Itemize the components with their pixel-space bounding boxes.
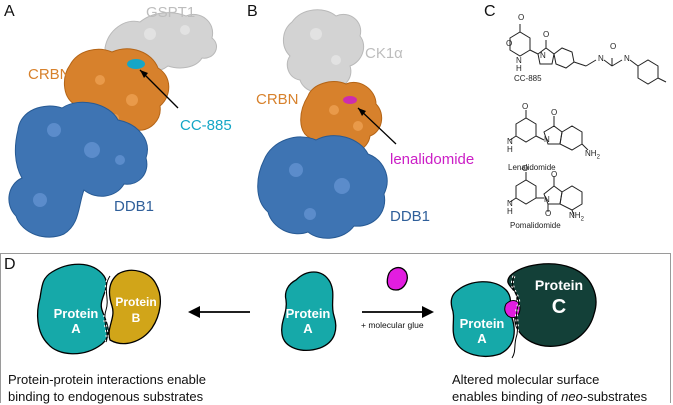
- panel-label-d: D: [4, 256, 16, 273]
- len-atom-o1: O: [522, 102, 529, 111]
- caption-right-line2-pre: enables binding of: [452, 389, 562, 404]
- right-protein-a-letter: A: [477, 331, 487, 346]
- len-atom-h1: H: [507, 145, 513, 154]
- caption-left-line1: Protein-protein interactions enable: [8, 372, 207, 387]
- molecular-glue-icon: [386, 266, 408, 291]
- right-interaction-outline: [511, 275, 520, 359]
- left-protein-a-letter: A: [71, 321, 81, 336]
- lenalidomide-label: lenalidomide: [390, 151, 475, 168]
- right-protein-a-word: Protein: [459, 316, 505, 331]
- len-atom-n2: N: [544, 135, 550, 144]
- right-protein-c-label: Protein C: [528, 274, 590, 318]
- caption-right-line2-em: neo: [561, 389, 583, 404]
- panel-d-frame: [0, 253, 671, 403]
- caption-right-line2: enables binding of neo-substrates: [452, 388, 647, 405]
- pom-atom-nh2: NH2: [569, 212, 584, 223]
- pom-atom-n1: N: [507, 199, 513, 208]
- panel-label-a: A: [4, 3, 15, 20]
- cc885-structure: [509, 24, 667, 85]
- cc885-atom-o4: O: [610, 42, 617, 51]
- pom-atom-h1: H: [507, 207, 513, 216]
- len-nh2-sub: 2: [596, 154, 600, 161]
- molecular-glue-label: + molecular glue: [361, 320, 424, 330]
- caption-right-line2-post: -substrates: [582, 389, 648, 404]
- right-protein-c-word: Protein: [534, 277, 584, 293]
- cc885-atom-nh-b: N: [624, 54, 630, 63]
- caption-left-line2: binding to endogenous substrates: [8, 389, 204, 404]
- right-protein-a-blob: [450, 281, 515, 357]
- pom-atom-o1: O: [522, 164, 529, 173]
- cc885-ligand: [127, 59, 145, 69]
- ddb1-label-a: DDB1: [114, 198, 155, 215]
- len-atom-n1: N: [507, 137, 513, 146]
- compound-name-pomalidomide: Pomalidomide: [510, 221, 561, 230]
- len-nh2-base: NH: [585, 149, 597, 158]
- len-atom-nh2: NH2: [585, 150, 600, 161]
- cc885-atom-n1: N: [516, 56, 522, 65]
- ddb1-label-b: DDB1: [390, 208, 431, 225]
- mechanism-diagram: [36, 263, 597, 359]
- pom-atom-o2: O: [551, 170, 558, 179]
- cc885-pointer-arrowhead: [140, 70, 148, 78]
- ck1a-label: CK1α: [365, 45, 403, 62]
- left-protein-a-label: Protein A: [50, 306, 102, 336]
- center-protein-a-blob: [281, 271, 337, 351]
- pom-atom-o3: O: [545, 209, 552, 218]
- left-protein-b-word: Protein: [115, 295, 157, 309]
- arrow-right-head: [422, 306, 434, 318]
- cc885-label: CC-885: [180, 117, 232, 134]
- arrow-left-head: [188, 306, 200, 318]
- lenalidomide-pointer-arrowhead: [358, 108, 366, 116]
- left-protein-b-letter: B: [131, 311, 141, 325]
- len-atom-o2: O: [551, 108, 558, 117]
- lenalidomide-structure: [509, 110, 589, 151]
- cc885-atom-o2: O: [506, 39, 513, 48]
- lenalidomide-ligand: [343, 96, 357, 104]
- pom-nh2-base: NH: [569, 211, 581, 220]
- cc885-atom-o3: O: [543, 30, 550, 39]
- left-protein-a-blob: [36, 263, 109, 355]
- ddb1-surface-b: [257, 135, 388, 239]
- left-interaction-outline: [104, 275, 111, 343]
- right-protein-a-label: Protein A: [456, 316, 508, 346]
- protein-structure-a: [8, 12, 217, 238]
- chemical-structures: [509, 24, 667, 217]
- cc885-pointer: [139, 69, 179, 109]
- pom-atom-n2: N: [544, 195, 550, 204]
- gspt1-label: GSPT1: [146, 4, 196, 21]
- ddb1-surface-a: [8, 101, 148, 238]
- center-protein-a-label: Protein A: [282, 306, 334, 336]
- cc885-atom-h1: H: [516, 64, 522, 73]
- cc885-atom-o1: O: [518, 13, 525, 22]
- compound-name-lenalidomide: Lenalidomide: [508, 163, 556, 172]
- caption-left: Protein-protein interactions enable bind…: [8, 371, 206, 405]
- center-protein-a-word: Protein: [285, 306, 331, 321]
- compound-name-cc885: CC-885: [514, 74, 542, 83]
- panel-label-c: C: [484, 3, 496, 20]
- pom-nh2-sub: 2: [580, 216, 584, 223]
- left-protein-a-word: Protein: [53, 306, 99, 321]
- protein-structure-b: [257, 9, 397, 239]
- crbn-label-a: CRBN: [28, 66, 71, 83]
- caption-right-line1: Altered molecular surface: [452, 372, 600, 387]
- caption-right: Altered molecular surface enables bindin…: [452, 371, 647, 405]
- cc885-atom-nh-a: N: [598, 54, 604, 63]
- center-protein-a-letter: A: [303, 321, 313, 336]
- right-protein-c-letter: C: [551, 296, 567, 318]
- lenalidomide-pointer: [357, 107, 397, 145]
- ck1a-surface: [283, 9, 365, 93]
- left-protein-b-blob: [108, 269, 162, 345]
- panel-label-b: B: [247, 3, 258, 20]
- crbn-label-b: CRBN: [256, 91, 299, 108]
- left-protein-b-label: Protein B: [114, 294, 158, 326]
- cc885-atom-n2: N: [540, 51, 546, 60]
- pomalidomide-structure: [509, 172, 583, 217]
